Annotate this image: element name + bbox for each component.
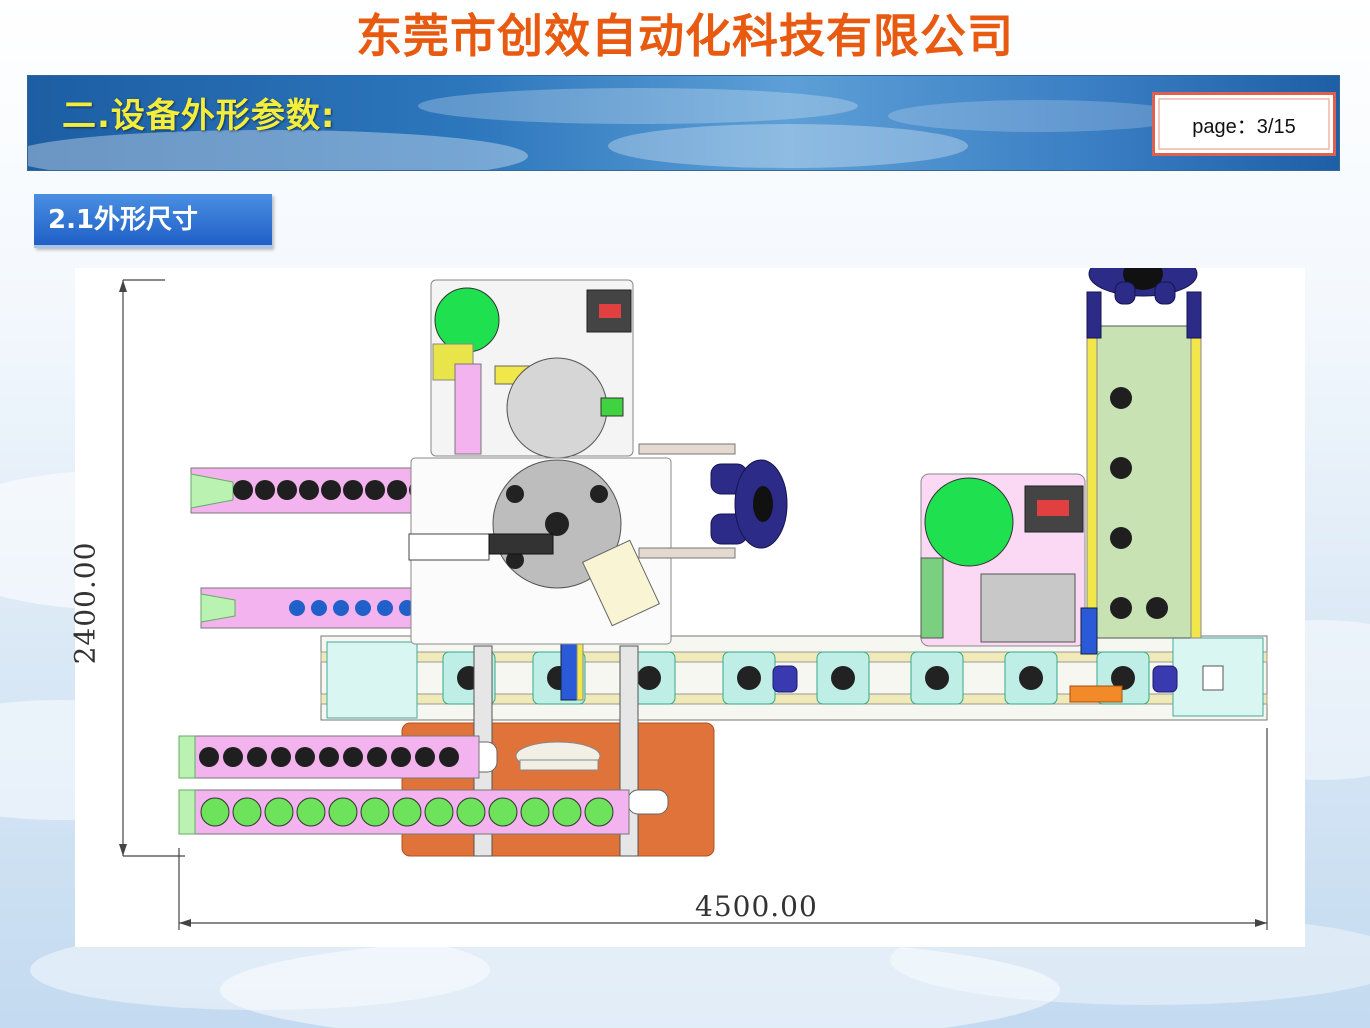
material-spool-2 (924, 477, 1014, 567)
right-station (920, 473, 1086, 647)
height-dimension: 2400.00 (68, 541, 102, 665)
roller-disc-icon (1019, 666, 1043, 690)
rotary-table-icon (506, 357, 608, 459)
roller-disc-icon (1111, 666, 1135, 690)
pusher-arm (408, 533, 490, 561)
width-dimension: 4500.00 (695, 890, 818, 923)
roller-disc-icon (831, 666, 855, 690)
page-indicator: page：3/15 (1152, 92, 1336, 156)
middle-station (408, 457, 672, 645)
roller-disc-icon (637, 666, 661, 690)
line-end-module-left (326, 641, 418, 719)
pick-head-right (627, 789, 669, 815)
company-name: 东莞市创效自动化科技有限公司 (356, 9, 1014, 63)
subsection-tab: 2.1外形尺寸 (34, 194, 272, 248)
transfer-gripper (1069, 685, 1123, 703)
robot-gripper-icon (638, 443, 788, 559)
equipment-layout-svg (119, 268, 1268, 930)
robot-gripper-icon (1086, 268, 1202, 339)
tower-conveyor (1080, 325, 1202, 655)
dimension-lines (119, 279, 1268, 930)
line-motor-1 (772, 665, 798, 693)
line-motor-2 (1152, 665, 1178, 693)
upper-station (430, 279, 634, 459)
conveyor-3 (178, 735, 480, 779)
roller-disc-icon (925, 666, 949, 690)
station-fixtures (442, 651, 1178, 705)
section-banner: 二.设备外形参数: page：3/15 (27, 75, 1340, 171)
equipment-drawing: 4500.00 2400.00 (69, 268, 1305, 947)
banner-cloud-decoration (28, 88, 1188, 170)
conveyor-4 (178, 789, 630, 835)
section-title: 二.设备外形参数: (62, 96, 336, 136)
roller-disc-icon (737, 666, 761, 690)
material-spool-1 (434, 287, 500, 353)
